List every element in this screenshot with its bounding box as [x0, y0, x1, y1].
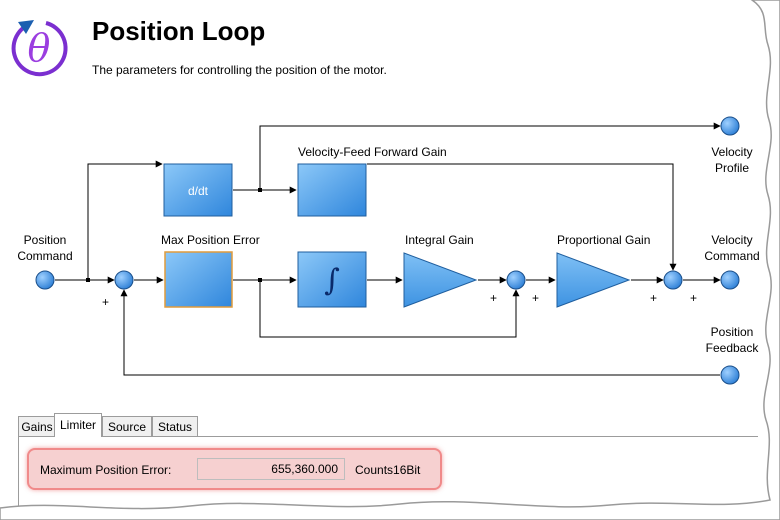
derivative-block-label: d/dt — [188, 184, 209, 198]
integral-summer — [506, 270, 526, 290]
position-command-node[interactable] — [35, 270, 55, 290]
velocity-ff-gain-block[interactable] — [297, 163, 367, 217]
velocity-profile-label-2: Profile — [715, 161, 749, 175]
velocity-command-label-1: Velocity — [711, 233, 752, 247]
position-feedback-node[interactable] — [720, 365, 740, 385]
velocity-ff-gain-label: Velocity-Feed Forward Gain — [298, 145, 447, 159]
units-label: Counts16Bit — [355, 463, 421, 477]
position-feedback-label-2: Feedback — [706, 341, 760, 355]
theta-icon: θ — [11, 20, 68, 77]
integrator-block[interactable]: ∫ — [297, 251, 367, 308]
velocity-command-label-2: Command — [704, 249, 759, 263]
position-loop-diagram: d/dt ∫ Position Command Velocity Profile… — [17, 116, 760, 385]
integral-gain-amplifier[interactable] — [403, 252, 478, 308]
velocity-profile-label-1: Velocity — [711, 145, 752, 159]
tab-gains[interactable]: Gains — [18, 416, 56, 436]
tab-limiter[interactable]: Limiter — [54, 413, 102, 437]
derivative-block[interactable]: d/dt — [163, 163, 233, 217]
position-feedback-label-1: Position — [711, 325, 754, 339]
plus-sign: + — [690, 291, 697, 305]
tab-status[interactable]: Status — [152, 416, 198, 436]
page-subtitle: The parameters for controlling the posit… — [92, 63, 387, 77]
signal-wires — [55, 122, 721, 376]
theta-glyph: θ — [28, 26, 51, 70]
plus-sign: + — [650, 291, 657, 305]
output-summer — [663, 270, 683, 290]
plus-sign: + — [102, 295, 109, 309]
max-position-error-label: Max Position Error — [161, 233, 260, 247]
header: θ Position Loop The parameters for contr… — [0, 0, 760, 95]
position-command-label-2: Command — [17, 249, 72, 263]
plus-sign: + — [490, 291, 497, 305]
position-error-summer — [114, 270, 134, 290]
plus-sign: + — [532, 291, 539, 305]
max-position-error-block[interactable] — [164, 251, 233, 308]
integrator-symbol: ∫ — [324, 263, 340, 298]
page-title: Position Loop — [92, 16, 266, 46]
max-position-error-label: Maximum Position Error: — [40, 463, 172, 477]
velocity-profile-node[interactable] — [720, 116, 740, 136]
proportional-gain-amplifier[interactable] — [556, 252, 631, 308]
max-position-error-group: Maximum Position Error: Counts16Bit — [27, 448, 442, 490]
proportional-gain-label: Proportional Gain — [557, 233, 650, 247]
integral-gain-label: Integral Gain — [405, 233, 474, 247]
max-position-error-input[interactable] — [197, 458, 345, 480]
velocity-command-node[interactable] — [720, 270, 740, 290]
tab-source[interactable]: Source — [102, 416, 152, 436]
position-command-label-1: Position — [24, 233, 67, 247]
